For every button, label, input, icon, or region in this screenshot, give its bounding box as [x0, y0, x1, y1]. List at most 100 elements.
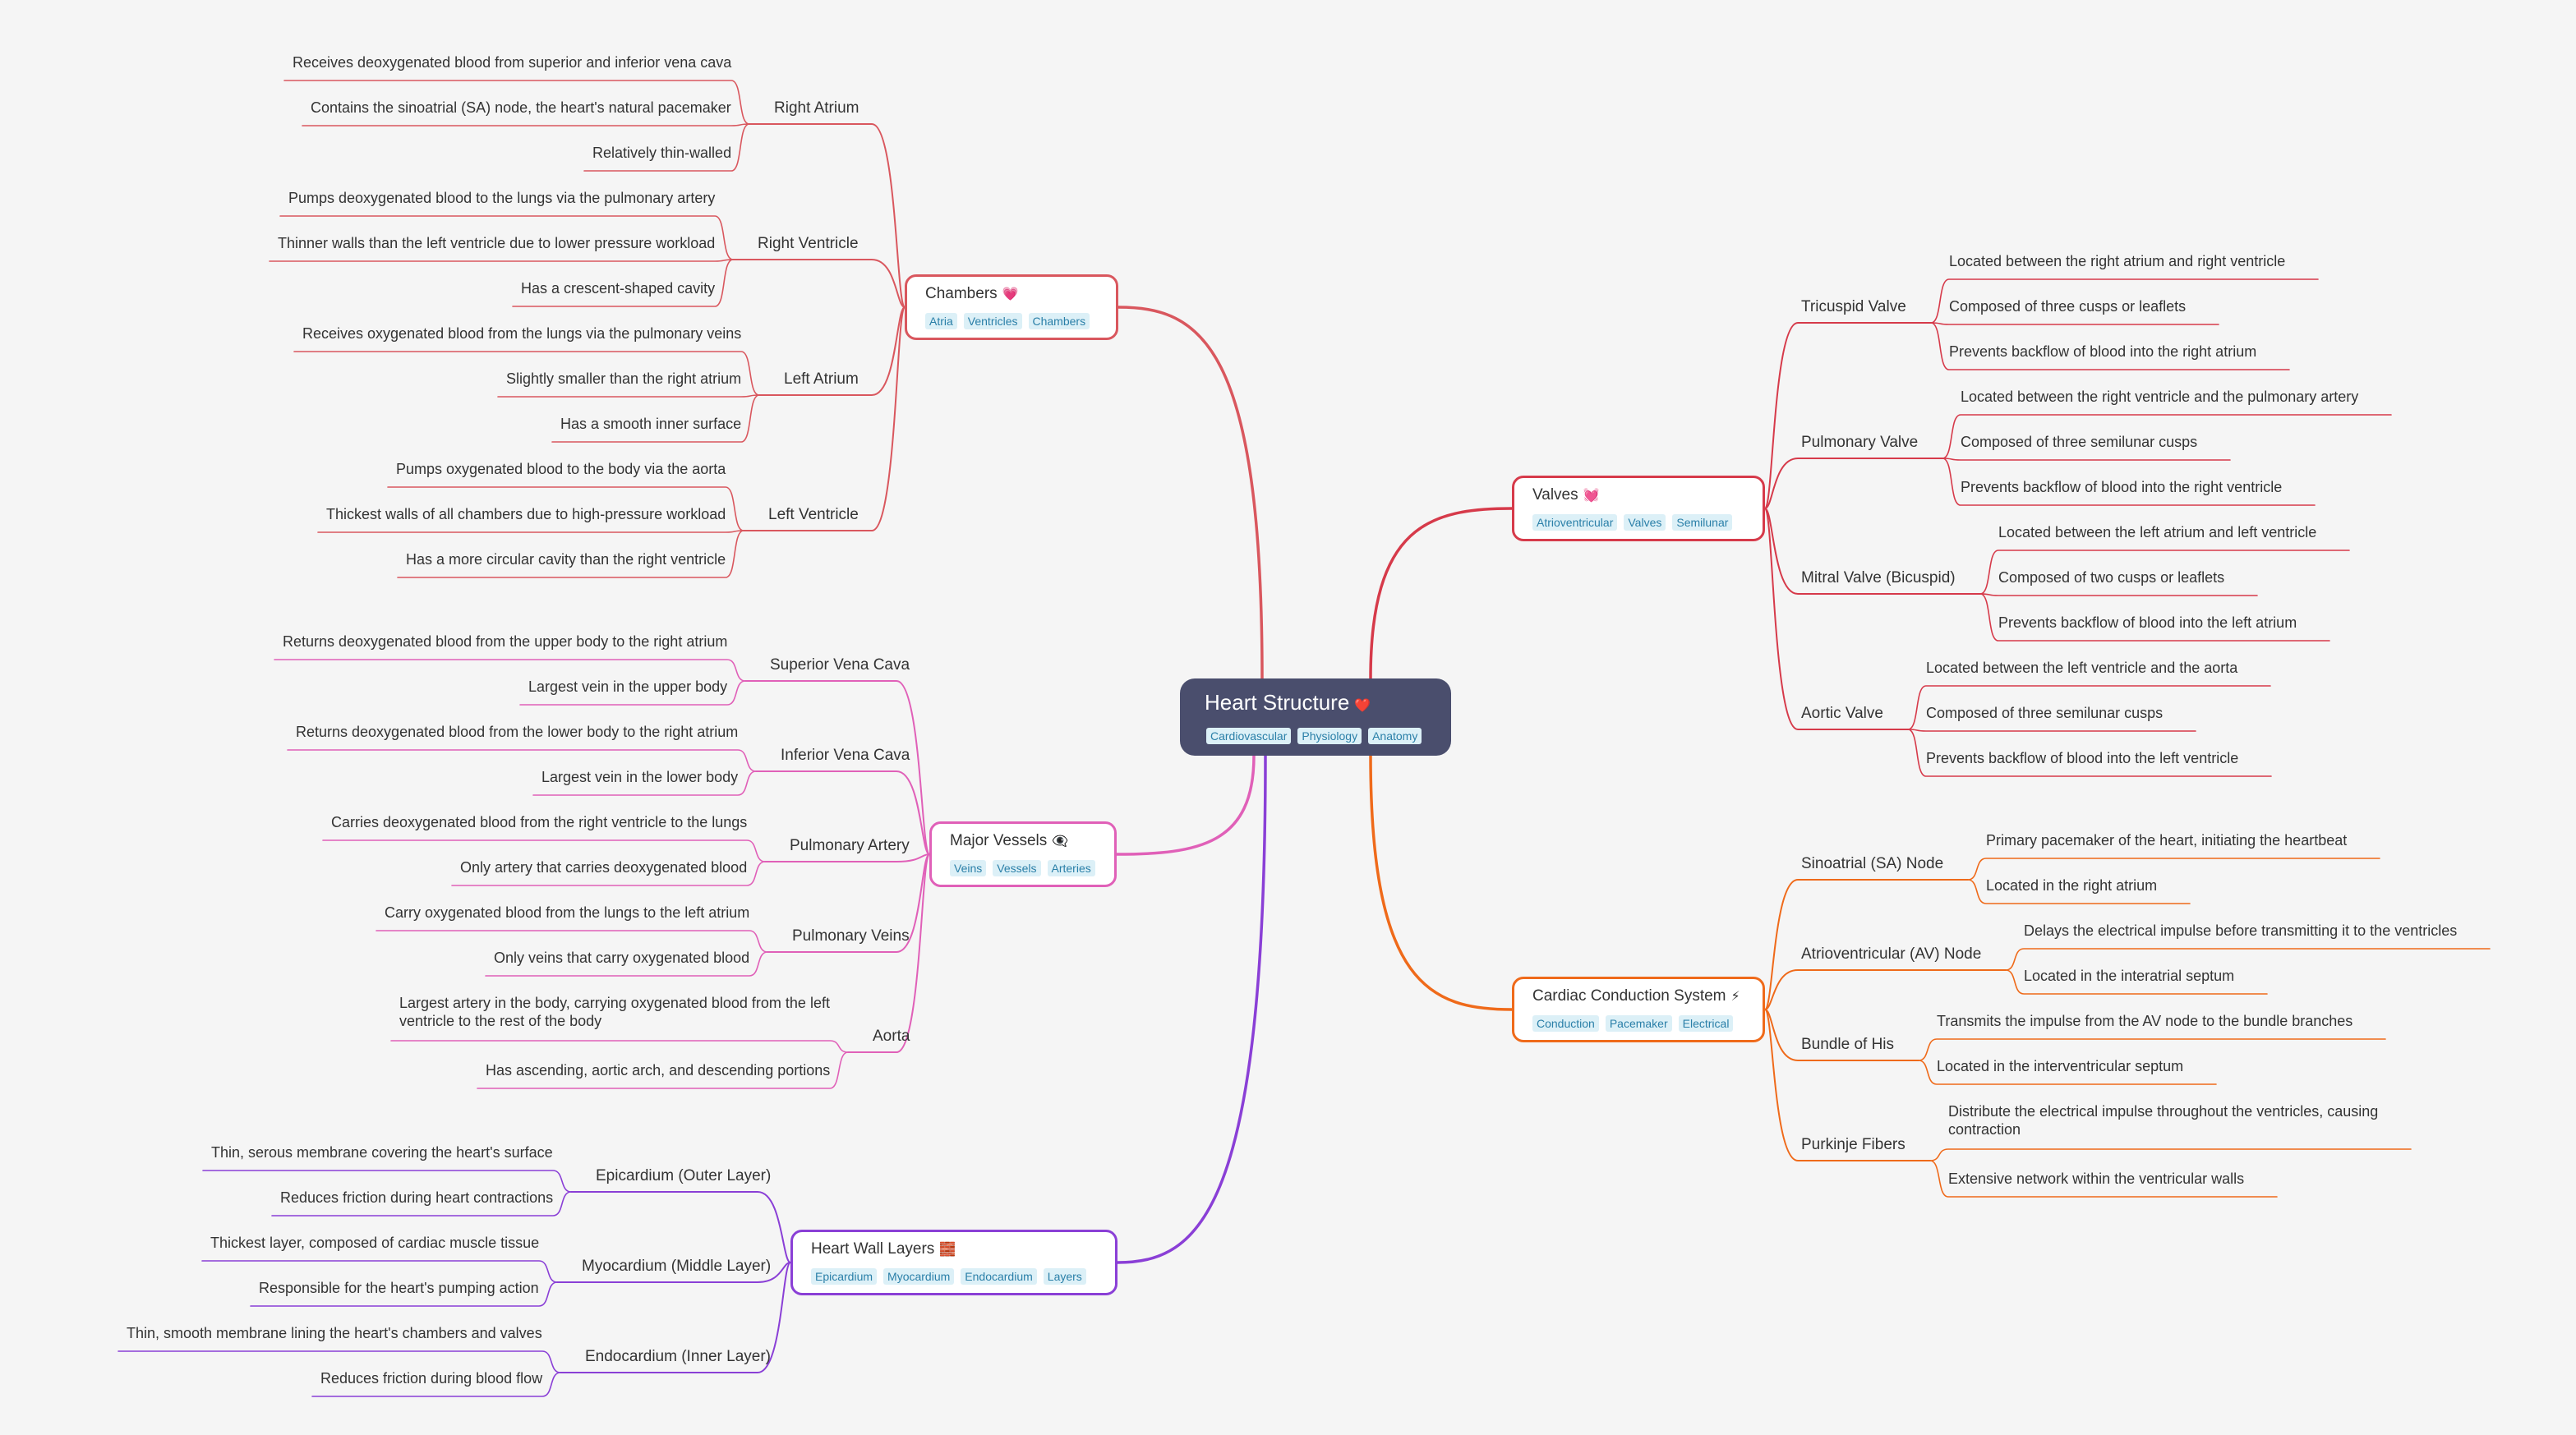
sub-node[interactable]: Tricuspid Valve	[1801, 298, 1906, 315]
branch-title: Valves💓	[1532, 486, 1600, 504]
tag[interactable]: Atrioventricular	[1532, 514, 1618, 531]
leaf-node[interactable]: Receives oxygenated blood from the lungs…	[302, 325, 742, 342]
leaf-node[interactable]: Located between the right atrium and rig…	[1949, 253, 2286, 269]
leaf-node[interactable]: Composed of three semilunar cusps	[1926, 705, 2164, 721]
tag[interactable]: Endocardium	[961, 1268, 1037, 1285]
branch-title: Heart Wall Layers🧱	[811, 1240, 956, 1258]
leaf-node[interactable]: Composed of three semilunar cusps	[1961, 434, 2198, 450]
leaf-node[interactable]: Located between the left atrium and left…	[1998, 524, 2317, 540]
sub-node[interactable]: Left Atrium	[784, 370, 859, 388]
leaf-node[interactable]: Located in the right atrium	[1986, 877, 2158, 894]
leaf-node[interactable]: Largest vein in the lower body	[541, 769, 739, 785]
sub-node[interactable]: Epicardium (Outer Layer)	[596, 1167, 772, 1184]
leaf-node[interactable]: Largest vein in the upper body	[528, 678, 728, 695]
sub-node[interactable]: Left Ventricle	[768, 506, 859, 523]
heart-icon: ❤️	[1354, 699, 1371, 713]
leaf-node[interactable]: Reduces friction during blood flow	[320, 1370, 543, 1387]
leaf-node[interactable]: Composed of two cusps or leaflets	[1998, 569, 2225, 586]
sub-node[interactable]: Mitral Valve (Bicuspid)	[1801, 569, 1956, 586]
leaf-node[interactable]: Contains the sinoatrial (SA) node, the h…	[311, 99, 731, 116]
leaf-node[interactable]: Slightly smaller than the right atrium	[506, 370, 742, 387]
tag[interactable]: Pacemaker	[1605, 1015, 1672, 1032]
leaf-node[interactable]: Has a more circular cavity than the righ…	[406, 551, 726, 568]
tag[interactable]: Vessels	[993, 860, 1041, 876]
branch-node-wall[interactable]: Heart Wall Layers🧱 Epicardium Myocardium En…	[790, 1230, 1117, 1295]
root-node[interactable]: Heart Structure❤️ Cardiovascular Physiol…	[1180, 678, 1451, 756]
leaf-node[interactable]: Pumps oxygenated blood to the body via t…	[396, 461, 726, 477]
tag[interactable]: Conduction	[1532, 1015, 1599, 1032]
leaf-node[interactable]: Thickest walls of all chambers due to hi…	[326, 506, 726, 522]
sub-node[interactable]: Superior Vena Cava	[770, 656, 910, 674]
leaf-node[interactable]: Primary pacemaker of the heart, initiati…	[1986, 832, 2348, 849]
sub-node[interactable]: Right Atrium	[774, 99, 859, 117]
tag[interactable]: Atria	[925, 313, 957, 329]
tag[interactable]: Veins	[950, 860, 987, 876]
leaf-node[interactable]: Thickest layer, composed of cardiac musc…	[210, 1235, 540, 1251]
sub-node[interactable]: Myocardium (Middle Layer)	[582, 1258, 772, 1275]
leaf-node[interactable]: Largest artery in the body, carrying oxy…	[399, 995, 830, 1029]
sub-node[interactable]: Aorta	[873, 1028, 910, 1045]
eye-icon: 👁️‍🗨️	[1052, 835, 1069, 849]
leaf-node[interactable]: Pumps deoxygenated blood to the lungs vi…	[288, 190, 716, 206]
leaf-node[interactable]: Thinner walls than the left ventricle du…	[278, 235, 716, 251]
sub-node[interactable]: Pulmonary Veins	[792, 927, 910, 945]
leaf-node[interactable]: Distribute the electrical impulse throug…	[1948, 1103, 2379, 1138]
sub-node[interactable]: Pulmonary Valve	[1801, 434, 1919, 451]
leaf-node[interactable]: Located in the interventricular septum	[1937, 1058, 2184, 1074]
leaf-node[interactable]: Has a smooth inner surface	[560, 416, 742, 432]
leaf-node[interactable]: Composed of three cusps or leaflets	[1949, 298, 2187, 315]
leaf-node[interactable]: Located between the left ventricle and t…	[1926, 660, 2238, 676]
sub-node[interactable]: Inferior Vena Cava	[781, 747, 910, 764]
leaf-node[interactable]: Extensive network within the ventricular…	[1948, 1171, 2245, 1187]
tag[interactable]: Cardiovascular	[1206, 728, 1292, 744]
leaf-node[interactable]: Relatively thin-walled	[592, 145, 732, 161]
sub-node[interactable]: Atrioventricular (AV) Node	[1801, 945, 1982, 963]
leaf-node[interactable]: Carries deoxygenated blood from the righ…	[331, 814, 748, 830]
tag[interactable]: Anatomy	[1368, 728, 1422, 744]
leaf-node[interactable]: Has ascending, aortic arch, and descendi…	[486, 1062, 831, 1079]
tag[interactable]: Ventricles	[963, 313, 1022, 329]
leaf-node[interactable]: Receives deoxygenated blood from superio…	[293, 54, 732, 71]
branch-tags: Epicardium Myocardium Endocardium Layers	[811, 1268, 1086, 1285]
tag[interactable]: Arteries	[1047, 860, 1095, 876]
branch-node-valves[interactable]: Valves💓 Atrioventricular Valves Semilunar	[1512, 476, 1765, 541]
tag[interactable]: Myocardium	[883, 1268, 955, 1285]
leaf-node[interactable]: Carry oxygenated blood from the lungs to…	[385, 904, 750, 921]
tag[interactable]: Valves	[1624, 514, 1666, 531]
leaf-node[interactable]: Returns deoxygenated blood from the uppe…	[283, 633, 728, 650]
sub-node[interactable]: Endocardium (Inner Layer)	[585, 1348, 771, 1365]
leaf-node[interactable]: Only veins that carry oxygenated blood	[494, 950, 750, 966]
leaf-node[interactable]: Delays the electrical impulse before tra…	[2024, 922, 2458, 939]
sub-node[interactable]: Sinoatrial (SA) Node	[1801, 855, 1944, 872]
tag[interactable]: Layers	[1043, 1268, 1086, 1285]
sub-node[interactable]: Aortic Valve	[1801, 705, 1883, 722]
leaf-node[interactable]: Located between the right ventricle and …	[1961, 389, 2359, 405]
tag[interactable]: Electrical	[1678, 1015, 1734, 1032]
tag[interactable]: Semilunar	[1672, 514, 1733, 531]
leaf-node[interactable]: Transmits the impulse from the AV node t…	[1937, 1013, 2353, 1029]
sub-node[interactable]: Right Ventricle	[758, 235, 859, 252]
sub-node[interactable]: Purkinje Fibers	[1801, 1136, 1906, 1153]
leaf-node[interactable]: Reduces friction during heart contractio…	[280, 1189, 554, 1206]
leaf-node[interactable]: Prevents backflow of blood into the left…	[1998, 614, 2297, 631]
branch-title-text: Cardiac Conduction System	[1532, 987, 1726, 1005]
leaf-node[interactable]: Prevents backflow of blood into the left…	[1926, 750, 2239, 766]
sub-node[interactable]: Bundle of His	[1801, 1036, 1895, 1053]
leaf-node[interactable]: Located in the interatrial septum	[2024, 968, 2235, 984]
leaf-node[interactable]: Returns deoxygenated blood from the lowe…	[296, 724, 739, 740]
leaf-node[interactable]: Prevents backflow of blood into the righ…	[1961, 479, 2283, 495]
leaf-node[interactable]: Responsible for the heart's pumping acti…	[259, 1280, 539, 1296]
tag[interactable]: Physiology	[1297, 728, 1362, 744]
sub-node[interactable]: Pulmonary Artery	[790, 837, 910, 854]
leaf-node[interactable]: Thin, smooth membrane lining the heart's…	[127, 1325, 542, 1341]
leaf-node[interactable]: Only artery that carries deoxygenated bl…	[460, 859, 748, 876]
tag[interactable]: Chambers	[1028, 313, 1090, 329]
leaf-node[interactable]: Thin, serous membrane covering the heart…	[211, 1144, 553, 1161]
leaf-node[interactable]: Has a crescent-shaped cavity	[521, 280, 716, 297]
leaf-node[interactable]: Prevents backflow of blood into the righ…	[1949, 343, 2257, 360]
tag[interactable]: Epicardium	[811, 1268, 878, 1285]
